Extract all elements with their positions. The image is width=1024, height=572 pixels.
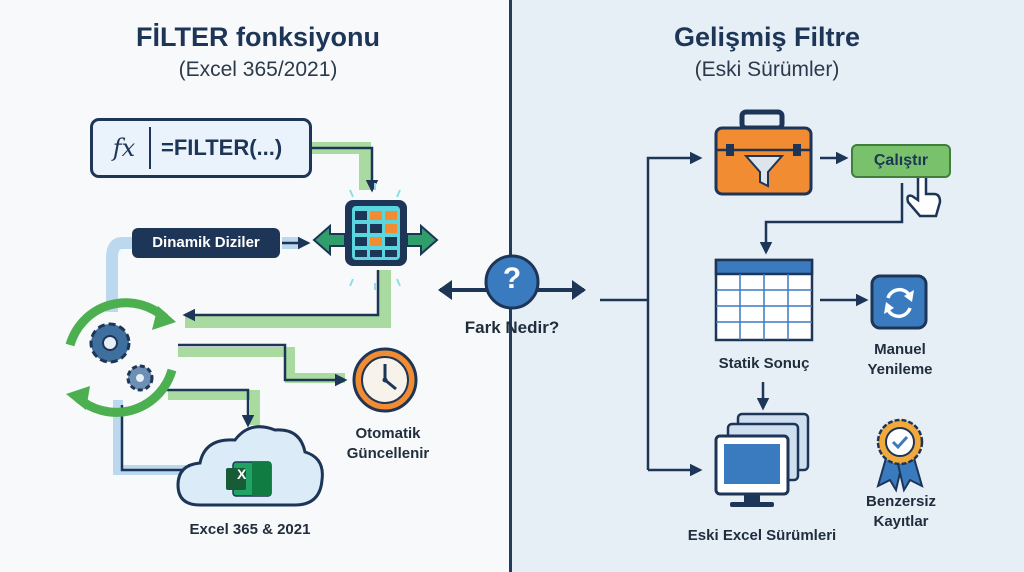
clock-icon xyxy=(352,347,418,413)
unique-records-line-2: Kayıtlar xyxy=(873,513,929,530)
question-icon xyxy=(438,254,586,310)
fx-icon: fx xyxy=(99,127,151,169)
right-title: Gelişmiş Filtre xyxy=(673,22,861,52)
static-result-label: Statik Sonuç xyxy=(718,355,810,372)
dynamic-arrays-label: Dinamik Diziler xyxy=(132,228,280,258)
difference-question: Fark Nedir? xyxy=(464,318,560,337)
left-title: FİLTER fonksiyonu xyxy=(136,22,380,52)
pointer-hand-icon xyxy=(906,173,942,218)
formula-text: =FILTER(...) xyxy=(161,135,283,160)
auto-update-line-2: Güncellenir xyxy=(346,445,430,462)
run-button[interactable]: Çalıştır xyxy=(851,144,951,178)
monitors-icon xyxy=(714,412,810,507)
cloud-excel-icon xyxy=(176,425,324,507)
grid-arrows-icon xyxy=(312,183,439,290)
auto-update-line-1: Otomatik xyxy=(355,425,421,442)
unique-records-label: Benzersiz Kayıtlar xyxy=(866,492,936,532)
manual-refresh-label: Manuel Yenileme xyxy=(867,340,932,380)
right-flow-arrows xyxy=(600,151,904,477)
table-icon xyxy=(714,258,814,342)
excel-letter: X xyxy=(237,466,247,482)
refresh-icon xyxy=(870,274,928,330)
gears-cycle-icon xyxy=(65,298,177,417)
left-flow-arrows xyxy=(120,146,380,477)
question-mark: ? xyxy=(502,262,522,295)
auto-update-label: Otomatik Güncellenir xyxy=(347,424,430,464)
manual-refresh-line-2: Yenileme xyxy=(867,361,933,378)
left-subtitle: (Excel 365/2021) xyxy=(178,58,338,81)
manual-refresh-line-1: Manuel xyxy=(874,341,926,358)
toolbox-filter-icon xyxy=(714,109,813,196)
right-subtitle: (Eski Sürümler) xyxy=(694,58,840,81)
formula-bar: fx =FILTER(...) xyxy=(90,118,312,178)
unique-records-line-1: Benzersiz xyxy=(865,493,937,510)
award-badge-icon xyxy=(876,418,924,493)
old-versions-label: Eski Excel Sürümleri xyxy=(687,527,837,544)
excel-versions-label: Excel 365 & 2021 xyxy=(189,521,311,538)
